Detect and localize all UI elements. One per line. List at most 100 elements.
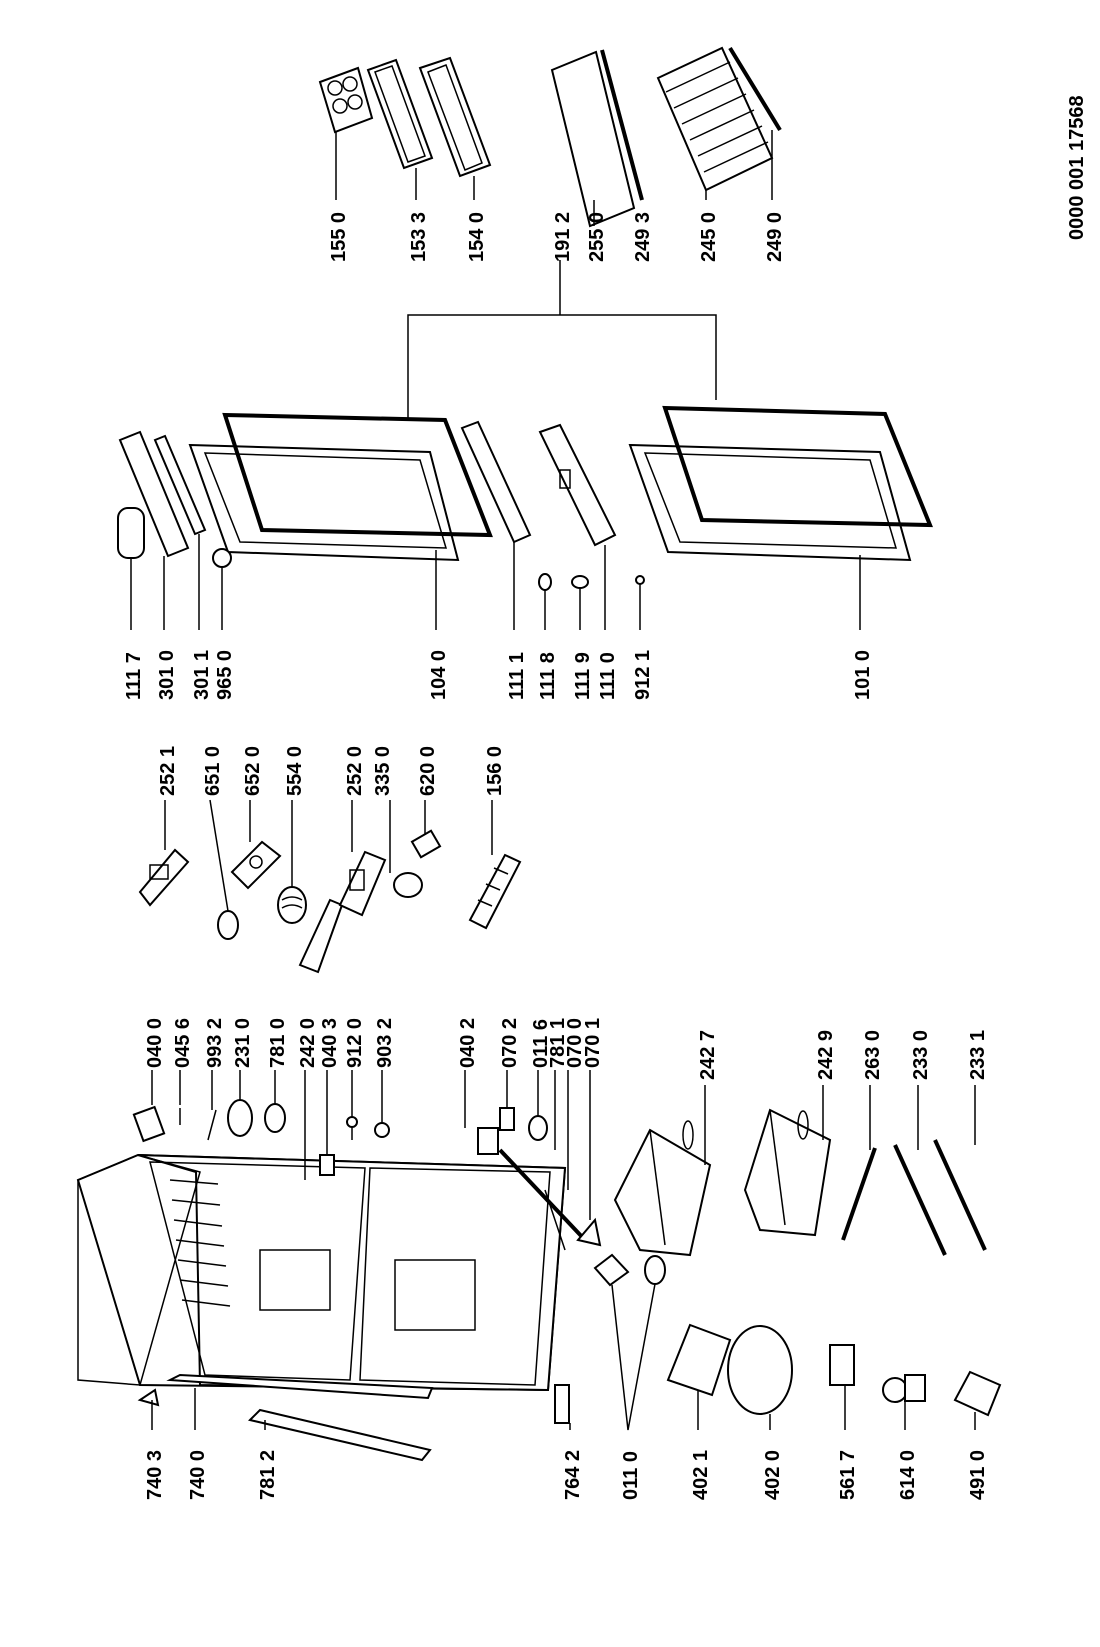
part-070-0-plinth [544,1189,566,1251]
part-903-2-plug [374,1122,390,1138]
part-252-1-thermostat-housing [138,848,190,907]
label-912-1: 912 1 [632,650,654,700]
part-245-0-wire-shelf [656,46,774,192]
label-045-6: 045 6 [172,1018,194,1068]
label-252-0: 252 0 [344,746,366,796]
part-070-1-corner [576,1217,602,1247]
label-652-0: 652 0 [242,746,264,796]
document-code: 0000 001 17568 [1066,95,1088,240]
label-245-0: 245 0 [698,212,720,262]
label-335-0: 335 0 [372,746,394,796]
part-335-0-knob [393,872,423,898]
part-491-0-terminal-cover [953,1370,1002,1417]
label-554-0: 554 0 [284,746,306,796]
label-111-1: 111 1 [506,652,528,700]
label-903-2: 903 2 [374,1018,396,1068]
part-651-0-bulb [217,910,239,940]
label-231-0: 231 0 [232,1018,254,1068]
label-233-0: 233 0 [910,1030,932,1080]
label-301-1: 301 1 [191,650,213,700]
part-111-7-handle-cover [117,507,145,559]
label-614-0: 614 0 [897,1450,919,1500]
label-263-0: 263 0 [862,1030,884,1080]
part-263-0-rail [841,1147,877,1241]
part-040-2-hinge [477,1127,499,1155]
label-740-0: 740 0 [187,1450,209,1500]
label-402-0: 402 0 [762,1450,784,1500]
part-upper-door-gasket [222,412,493,538]
label-070-2: 070 2 [499,1018,521,1068]
label-070-1: 070 1 [582,1018,604,1068]
part-111-0-hinge-bar [538,423,617,547]
part-993-2-wire [207,1109,217,1141]
label-249-0: 249 0 [764,212,786,262]
part-740-0-grille [166,1373,434,1400]
label-993-2: 993 2 [204,1018,226,1068]
label-011-6: 011 6 [530,1019,552,1068]
label-781-0: 781 0 [267,1018,289,1068]
part-554-0-thermostat [277,886,344,974]
label-620-0: 620 0 [417,746,439,796]
part-111-1-hinge-bar [460,420,532,544]
part-620-0-switch [410,829,442,859]
label-156-0: 156 0 [484,746,506,796]
label-242-0: 242 0 [297,1018,319,1068]
part-764-2-spacer [554,1384,570,1424]
label-111-7: 111 7 [123,652,145,700]
label-111-0: 111 0 [597,652,619,700]
label-255-0: 255 0 [586,212,608,262]
part-233-0-rail [893,1144,947,1256]
part-104-0-upper-door [188,443,460,562]
label-491-0: 491 0 [967,1450,989,1500]
label-111-9: 111 9 [572,652,594,700]
part-652-0-lamp-holder [230,840,282,890]
label-781-2: 781 2 [257,1450,279,1500]
label-301-0: 301 0 [156,650,178,700]
part-242-9-crisper-drawer [743,1108,832,1237]
label-233-1: 233 1 [967,1030,989,1080]
label-740-3: 740 3 [144,1450,166,1500]
label-912-0: 912 0 [344,1018,366,1068]
part-011-0-feet [593,1253,666,1287]
part-249-0-shelf-trim [728,46,782,132]
label-249-3: 249 3 [632,212,654,262]
label-402-1: 402 1 [690,1450,712,1500]
part-070-2-bracket [499,1107,515,1131]
label-252-1: 252 1 [157,746,179,796]
part-242-7-crisper-drawer [613,1120,712,1257]
part-156-0-ice-tray [468,853,522,930]
part-614-0-overload [882,1374,926,1403]
part-255-0-glass-shelf [550,50,636,228]
part-155-0-egg-tray [318,66,374,134]
label-561-7: 561 7 [837,1450,859,1500]
label-191-2: 191 2 [552,212,574,262]
part-111-9-bushing [571,575,589,589]
part-781-1-strip [498,1148,587,1242]
label-104-0: 104 0 [428,650,450,700]
label-965-0: 965 0 [214,650,236,700]
part-301-1-handle-strip [153,434,207,536]
label-154-0: 154 0 [466,212,488,262]
label-651-0: 651 0 [202,746,224,796]
label-040-0: 040 0 [144,1018,166,1068]
part-011-6-foot [528,1115,548,1141]
label-070-0: 070 0 [564,1018,586,1068]
part-249-3-shelf-trim [600,49,644,201]
part-111-8-bushing [538,573,552,591]
label-155-0: 155 0 [328,212,350,262]
part-040-0-hinge [132,1105,166,1143]
label-040-2: 040 2 [457,1018,479,1068]
part-912-0-screw [346,1116,358,1140]
part-101-0-lower-door [628,443,912,562]
label-153-3: 153 3 [408,212,430,262]
label-101-0: 101 0 [852,650,874,700]
label-242-9: 242 9 [815,1030,837,1080]
part-781-0-cap [264,1103,286,1133]
part-040-3-hinge [319,1154,335,1176]
label-764-2: 764 2 [562,1450,584,1500]
part-153-3-door-shelf [366,58,434,170]
label-781-1: 781 1 [547,1018,569,1068]
part-301-0-door-handle [118,430,190,558]
part-lower-door-gasket [662,405,933,528]
